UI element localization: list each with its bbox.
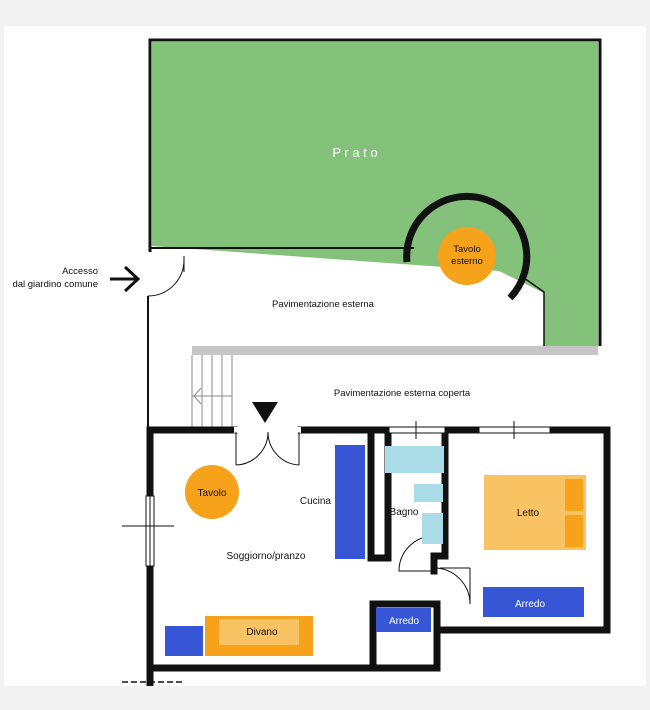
bedroom-wardrobe [483,587,584,617]
house-walls [146,426,611,686]
sofa-seat [219,619,299,645]
living-dining-label: Soggiorno/pranzo [227,551,306,562]
entrance-door [234,427,301,466]
outdoor-paving-label: Pavimentazione esterna [272,299,375,310]
pergola-arc [403,192,531,301]
access-label-2: dal giardino comune [12,279,98,290]
lawn-right-notch [523,277,545,346]
floor-plan: P r a t o Tavolo esterno Accesso dal gia… [12,38,611,686]
bed-pillow-bottom [565,515,583,547]
outdoor-table [438,227,496,285]
bedroom-window [478,421,551,439]
outdoor-table-label-2: esterno [451,256,483,267]
covered-paving-edge [192,346,598,355]
kitchen-counter [335,445,365,559]
kitchen-label: Cucina [300,496,332,507]
bedroom-door [433,567,471,605]
hall-furniture [376,608,431,632]
toilet [422,513,443,544]
covered-paving-label: Pavimentazione esterna coperta [334,388,471,399]
dining-table-label: Tavolo [198,488,227,499]
living-window [122,495,174,567]
sofa-label: Divano [246,627,278,638]
shower [385,446,444,473]
access-gate-swing [147,256,185,297]
entrance-steps [191,355,233,429]
living-cabinet [165,626,203,656]
bed-pillow-top [565,479,583,511]
lawn-area [152,42,598,346]
dining-table [185,465,239,519]
floor-plan-canvas: P r a t o Tavolo esterno Accesso dal gia… [4,26,646,686]
sink [414,484,443,502]
outdoor-table-label-1: Tavolo [453,244,480,255]
arrow-right-icon [110,265,141,293]
lawn-label: P r a t o [332,145,377,160]
access-label-1: Accesso [62,266,98,277]
garden-boundary [148,38,602,346]
hall-furniture-label: Arredo [389,616,419,627]
bathroom-window [388,421,446,439]
bed-label: Letto [517,508,540,519]
bathroom-label: Bagno [390,507,419,518]
triangle-down-icon [252,402,278,423]
bedroom-furniture-label: Arredo [515,599,545,610]
